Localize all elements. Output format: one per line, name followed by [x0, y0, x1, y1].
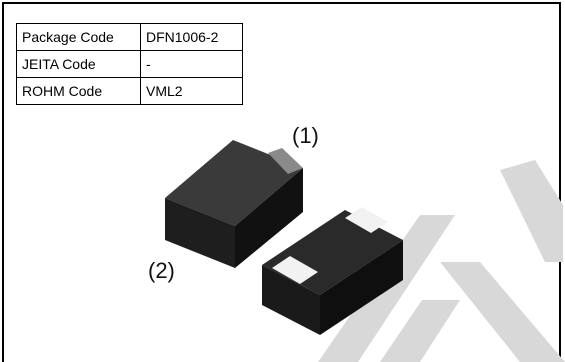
package-code-label: Package Code	[16, 23, 141, 51]
rohm-code-label: ROHM Code	[16, 77, 141, 105]
rohm-code-value: VML2	[140, 77, 243, 105]
terminal-right	[345, 207, 388, 233]
terminal-left	[272, 256, 318, 284]
package-code-value: DFN1006-2	[140, 23, 243, 51]
pin2-label: (2)	[148, 258, 175, 283]
package-info-table: Package Code DFN1006-2 JEITA Code - ROHM…	[16, 23, 243, 105]
chip-bottom-view	[262, 207, 403, 335]
chip-top-view	[165, 140, 303, 268]
pin1-label: (1)	[292, 123, 319, 148]
jeita-code-value: -	[140, 50, 243, 78]
table-row: Package Code DFN1006-2	[16, 23, 243, 51]
table-row: ROHM Code VML2	[16, 77, 243, 105]
